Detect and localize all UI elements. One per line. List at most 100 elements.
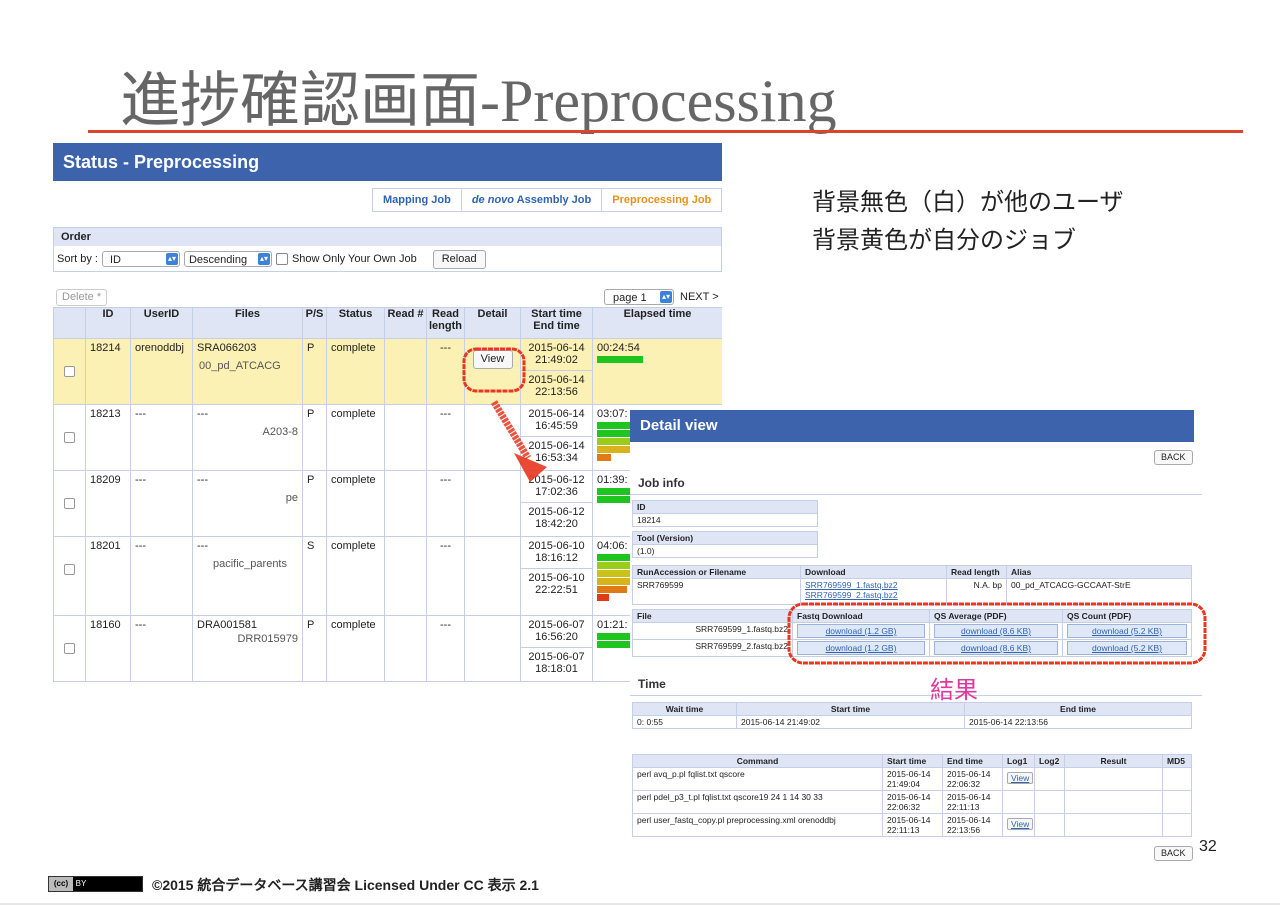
- fastq-download-button[interactable]: download (1.2 GB): [797, 641, 925, 655]
- cmd-start-date: 2015-06-14: [887, 792, 931, 802]
- command: perl pdel_p3_t.pl fqlist.txt qscore19 24…: [632, 790, 883, 814]
- elapsed-time: 00:24:54: [597, 342, 640, 354]
- log1-view-button[interactable]: View: [1007, 772, 1034, 784]
- download-link[interactable]: SRR769599_2.fastq.bz2: [805, 590, 898, 600]
- end-time: 2015-06-07 18:18:01: [528, 651, 585, 675]
- col-id[interactable]: ID: [85, 307, 131, 339]
- back-button[interactable]: BACK: [1154, 450, 1193, 465]
- elapsed-time: 01:21:: [597, 619, 628, 631]
- order-panel: Order Sort by : ID▴▾ Descending▴▾ Show O…: [53, 227, 722, 272]
- log1-view-button[interactable]: View: [1007, 818, 1034, 830]
- page-select[interactable]: page 1▴▾: [604, 289, 674, 305]
- cmd-start-date: 2015-06-14: [887, 769, 931, 779]
- col-elapsed-time[interactable]: Elapsed time: [592, 307, 722, 339]
- time-table: Wait time Start time End time 0: 0:55 20…: [632, 702, 1192, 729]
- col-status[interactable]: Status: [326, 307, 385, 339]
- qs-count-download-button[interactable]: download (5.2 KB): [1067, 641, 1187, 655]
- elapsed-time: 03:07:: [597, 408, 628, 420]
- fastq-download-button[interactable]: download (1.2 GB): [797, 624, 925, 638]
- run-name: SRR769599: [632, 578, 801, 605]
- cell-ps: S: [302, 536, 327, 616]
- chevron-updown-icon: ▴▾: [257, 253, 270, 265]
- delete-button[interactable]: Delete *: [56, 289, 108, 306]
- row-checkbox[interactable]: [64, 643, 75, 654]
- detail-view-panel: Detail view BACK Job info ID 18214 Tool …: [630, 410, 1202, 865]
- elapsed-time: 01:39:: [597, 474, 628, 486]
- cell-user: orenoddbj: [130, 338, 193, 405]
- id-table: ID 18214: [632, 500, 818, 527]
- run-col-read-length: Read length: [946, 565, 1007, 579]
- cc-logo-icon: (cc): [49, 877, 73, 891]
- row-checkbox[interactable]: [64, 498, 75, 509]
- tab-label: Assembly Job: [514, 194, 592, 206]
- end-time: 2015-06-14 22:13:56: [528, 374, 585, 398]
- tab-label: Mapping Job: [383, 194, 451, 206]
- sort-field-value: ID: [109, 254, 121, 266]
- cell-times: 2015-06-14 16:45:59 2015-06-14 16:53:34: [520, 404, 593, 471]
- col-start-end-time[interactable]: Start time End time: [520, 307, 593, 339]
- sort-direction-select[interactable]: Descending▴▾: [183, 251, 272, 267]
- col-detail: Detail: [464, 307, 521, 339]
- title-rule: [88, 130, 1243, 133]
- row-checkbox[interactable]: [64, 366, 75, 377]
- qs-average-download-button[interactable]: download (8.6 KB): [934, 624, 1058, 638]
- file-alias: 00_pd_ATCACG: [199, 360, 281, 372]
- cell-status: complete: [326, 536, 385, 616]
- cell-status: complete: [326, 338, 385, 405]
- cmd-end-time: 22:13:56: [947, 825, 981, 835]
- start-time: 2015-06-14 16:45:59: [528, 408, 585, 432]
- cell-id: 18201: [85, 536, 131, 616]
- cc-by-logo: (cc) BY: [48, 876, 143, 892]
- file-alias: pacific_parents: [213, 558, 287, 570]
- run-col-alias: Alias: [1006, 565, 1192, 579]
- cell-read-count: [384, 404, 427, 471]
- cmd-end-time: 22:11:13: [947, 802, 980, 812]
- next-page-link[interactable]: NEXT >: [680, 291, 719, 303]
- cell-user: ---: [130, 615, 193, 682]
- page-number: 32: [1199, 838, 1217, 855]
- elapsed-time: 04:06:: [597, 540, 628, 552]
- job-tabs: Mapping Job de novo Assembly Job Preproc…: [372, 188, 723, 212]
- cell-elapsed: 00:24:54: [592, 338, 722, 405]
- back-button-bottom[interactable]: BACK: [1154, 846, 1193, 861]
- own-jobs-checkbox[interactable]: [275, 253, 288, 265]
- sort-field-select[interactable]: ID ▴▾: [101, 251, 180, 267]
- qs-count-download-button[interactable]: download (5.2 KB): [1067, 624, 1187, 638]
- run-col-download: Download: [800, 565, 947, 579]
- run-table: RunAccession or Filename Download Read l…: [632, 565, 1192, 605]
- id-value: 18214: [632, 513, 818, 527]
- reload-button[interactable]: Reload: [432, 249, 486, 269]
- col-read-count[interactable]: Read #: [384, 307, 427, 339]
- view-detail-button[interactable]: View: [472, 350, 513, 369]
- downloads-highlight: [787, 602, 1207, 665]
- cell-ps: P: [302, 338, 327, 405]
- tab-mapping-job[interactable]: Mapping Job: [373, 189, 462, 211]
- cmd-col-md5: MD5: [1162, 754, 1192, 768]
- detail-view-header: Detail view: [630, 410, 1194, 442]
- end-time: 2015-06-14 16:53:34: [528, 440, 585, 464]
- cell-id: 18214: [85, 338, 131, 405]
- annotation-line-2: 背景黄色が自分のジョブ: [812, 227, 1076, 254]
- col-select: [53, 307, 86, 339]
- bottom-rule: [0, 903, 1280, 905]
- tab-denovo-assembly-job[interactable]: de novo Assembly Job: [462, 189, 603, 211]
- download-link[interactable]: SRR769599_1.fastq.bz2: [805, 580, 898, 590]
- cell-read-length: ---: [426, 536, 465, 616]
- footer-license-text: ©2015 統合データベース講習会 Licensed Under CC 表示 2…: [152, 877, 539, 893]
- row-checkbox[interactable]: [64, 432, 75, 443]
- arrow-head-icon: [514, 453, 547, 482]
- col-ps[interactable]: P/S: [302, 307, 327, 339]
- tab-preprocessing-job[interactable]: Preprocessing Job: [602, 189, 721, 211]
- end-time: 2015-06-10 22:22:51: [528, 572, 585, 596]
- file-name: SRR769599_2.fastq.bz2: [632, 639, 793, 657]
- chevron-updown-icon: ▴▾: [165, 253, 178, 265]
- cell-read-length: ---: [426, 470, 465, 537]
- cmd-col-end: End time: [942, 754, 1003, 768]
- cell-files: ---pacific_parents: [192, 536, 303, 616]
- cmd-end-date: 2015-06-14: [947, 815, 991, 825]
- qs-average-download-button[interactable]: download (8.6 KB): [934, 641, 1058, 655]
- row-checkbox[interactable]: [64, 564, 75, 575]
